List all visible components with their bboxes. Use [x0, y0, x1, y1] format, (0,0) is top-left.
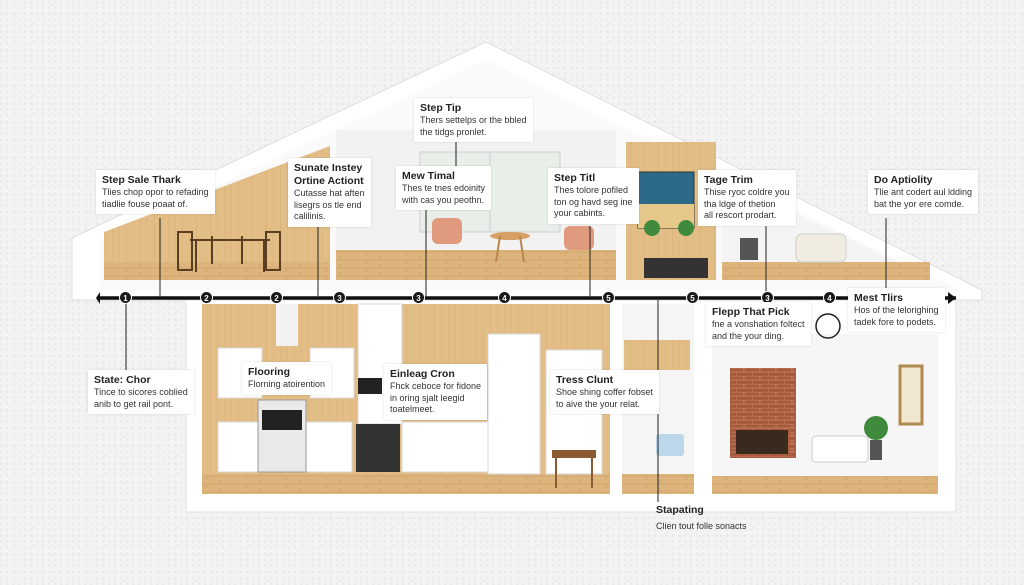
- callout-title: Flooring: [248, 366, 290, 378]
- refrigerator: [487, 333, 541, 475]
- callout-title: Tage Trim: [704, 174, 753, 186]
- timeline-marker-10[interactable]: 4: [823, 291, 836, 304]
- callout-flooring: Flooring Florning atoirention: [242, 362, 332, 395]
- callout-mew-timal: Mew Timal Thes te tnes edoinity with cas…: [396, 166, 492, 210]
- callout-body: Shoe shing coffer fobset to aive the you…: [556, 387, 653, 409]
- timeline: [96, 292, 956, 304]
- living-room-floor: [336, 250, 616, 280]
- timeline-marker-5[interactable]: 3: [412, 291, 425, 304]
- bedroom-plant: [864, 416, 888, 440]
- callout-body: Florning atoirention: [248, 379, 326, 389]
- callout-body: Hos of the lelorighing tadek fore to pod…: [854, 305, 939, 327]
- armchair-right: [564, 226, 594, 250]
- callout-title: Tress Clunt: [556, 374, 614, 386]
- callout-tage-trim: Tage Trim Thise ryoc coldre you tha ldge…: [698, 170, 796, 226]
- hallway-shelf: [624, 340, 690, 370]
- timeline-marker-7[interactable]: 5: [602, 291, 615, 304]
- callout-body: Thise ryoc coldre you tha ldge of thetio…: [704, 187, 790, 220]
- callout-stapating: Stapating Clien tout folle sonacts: [656, 504, 747, 533]
- callout-mest-tlirs: Mest Tlirs Hos of the lelorighing tadek …: [848, 288, 945, 332]
- wall-mirror: [898, 364, 924, 426]
- timeline-marker-8[interactable]: 5: [686, 291, 699, 304]
- callout-step-tip: Step Tip Thers settelps or the bbled the…: [414, 98, 533, 142]
- callout-body: Thes te tnes edoinity with cas you peoth…: [402, 183, 486, 205]
- armchair-left: [432, 218, 462, 244]
- timeline-marker-3[interactable]: 2: [270, 291, 283, 304]
- side-table: [552, 450, 596, 458]
- callout-body: Cutasse hat aften lisegrs os tle end cal…: [294, 188, 365, 221]
- art-room-cabinet: [644, 258, 708, 278]
- plant-right: [678, 220, 694, 236]
- timeline-marker-1[interactable]: 1: [119, 291, 132, 304]
- callout-body: Tlies chop opor to refading tiadlie fous…: [102, 187, 209, 209]
- callout-do-aptiolity: Do Aptiolity Tlie ant codert aul ldding …: [868, 170, 979, 214]
- callout-title: Sunate Instey Ortine Actiont: [294, 162, 364, 187]
- timeline-marker-6[interactable]: 4: [498, 291, 511, 304]
- lounge-chair: [740, 238, 758, 260]
- hallway-chair: [656, 434, 684, 456]
- dining-table: [177, 231, 281, 272]
- callout-body: Tince to sicores coblied anib to get rai…: [94, 387, 188, 409]
- callout-step-sale-thark: Step Sale Thark Tlies chop opor to refad…: [96, 170, 215, 214]
- lounge-floor: [722, 262, 930, 280]
- console-table: [736, 430, 788, 454]
- coffee-table: [490, 232, 530, 240]
- pendant-lamp: [815, 313, 841, 339]
- callout-state-chor: State: Chor Tince to sicores coblied ani…: [88, 370, 194, 414]
- range-hood: [276, 304, 298, 346]
- bedroom-floor: [712, 476, 938, 494]
- callout-title: Einleag Cron: [390, 368, 455, 380]
- leader-lines: [125, 140, 887, 502]
- bedroom-bench: [811, 435, 869, 463]
- timeline-marker-2[interactable]: 2: [200, 291, 213, 304]
- callout-title: Flepp That Pick: [712, 306, 790, 318]
- callout-body: Fhck ceboce for fidone in oring sjalt le…: [390, 381, 482, 414]
- callout-title: Mest Tlirs: [854, 292, 904, 304]
- callout-body: Tlie ant codert aul ldding bat the yor e…: [874, 187, 973, 209]
- dining-room-floor: [104, 262, 330, 280]
- callout-flepp-that-pick: Flepp That Pick fne a vonshation foltect…: [706, 302, 811, 346]
- callout-title: State: Chor: [94, 374, 151, 386]
- callout-body: Thes tolore pofiled ton og havd seg ine …: [554, 185, 633, 218]
- callout-title: Step Tip: [420, 102, 462, 114]
- callout-title: Step Titl: [554, 172, 596, 184]
- callout-body: fne a vonshation foltect and the your di…: [712, 319, 805, 341]
- callout-body: Thers settelps or the bbled the tidgs pr…: [420, 115, 527, 137]
- plant-left: [644, 220, 660, 236]
- callout-title: Mew Timal: [402, 170, 455, 182]
- kitchen-floor: [202, 474, 610, 494]
- callout-sunate-instey: Sunate Instey Ortine Actiont Cutasse hat…: [288, 158, 371, 227]
- callout-title: Step Sale Thark: [102, 174, 181, 186]
- callout-tress-clunt: Tress Clunt Shoe shing coffer fobset to …: [550, 370, 659, 414]
- microwave: [358, 378, 382, 394]
- callout-einleag-cron: Einleag Cron Fhck ceboce for fidone in o…: [384, 364, 488, 420]
- lounge-sofa: [795, 233, 847, 263]
- callout-title: Do Aptiolity: [874, 174, 933, 186]
- callout-title: Stapating: [656, 504, 704, 516]
- callout-body: Clien tout folle sonacts: [656, 521, 747, 531]
- timeline-marker-4[interactable]: 3: [333, 291, 346, 304]
- kitchen-island: [401, 421, 489, 473]
- wall-oven: [356, 424, 400, 472]
- callout-step-titl: Step Titl Thes tolore pofiled ton og hav…: [548, 168, 639, 224]
